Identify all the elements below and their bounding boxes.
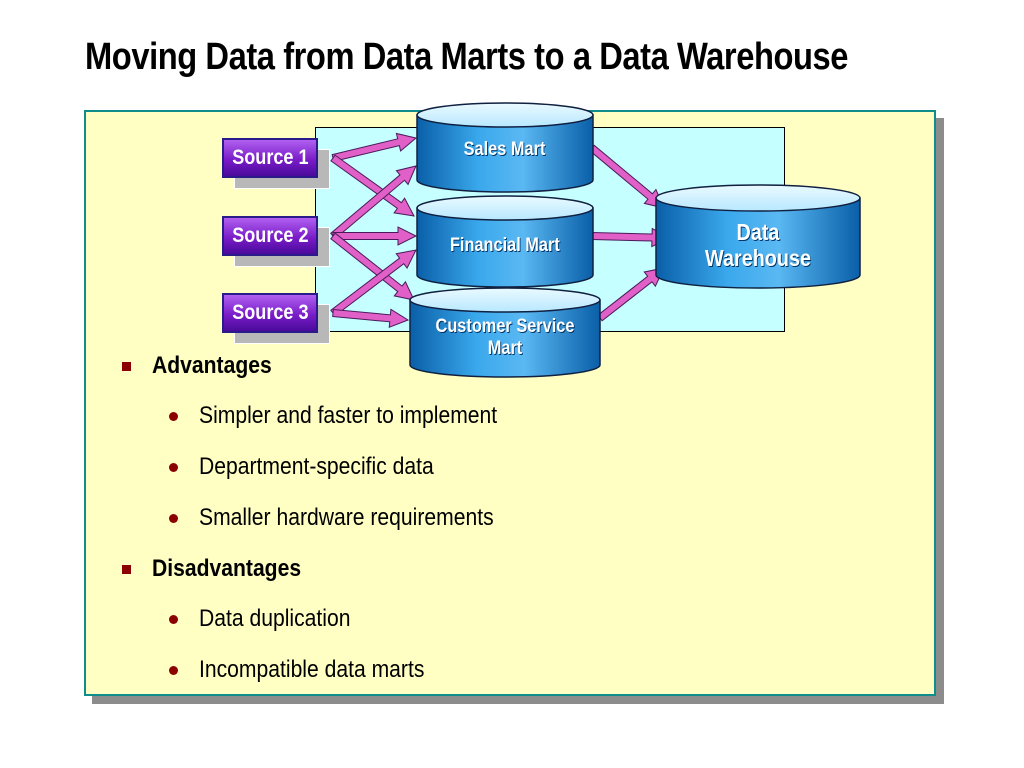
source-3-box: Source 3 [222, 293, 318, 333]
bullet-list: Advantages Simpler and faster to impleme… [122, 348, 902, 703]
arrow-source3-to-customer [332, 308, 410, 329]
advantage-item: Smaller hardware requirements [122, 500, 902, 551]
advantage-item: Department-specific data [122, 449, 902, 500]
arrow-source2-to-financial [332, 226, 418, 246]
advantages-heading: Advantages [122, 348, 902, 398]
warehouse-cylinder [655, 184, 861, 289]
customer-service-mart-label: Customer Service Mart [435, 316, 575, 359]
arrow-source1-to-sales [331, 132, 418, 163]
disadvantage-item: Data duplication [122, 601, 902, 652]
source-2-box: Source 2 [222, 216, 318, 256]
arrow-sales-to-warehouse [589, 144, 665, 209]
financial-mart-label: Financial Mart [450, 235, 560, 257]
arrow-source1-to-financial [330, 154, 415, 217]
disadvantage-item: Incompatible data marts [122, 652, 902, 703]
disadvantages-heading: Disadvantages [122, 551, 902, 601]
sales-mart-label: Sales Mart [464, 139, 546, 161]
slide-title: Moving Data from Data Marts to a Data Wa… [85, 36, 849, 78]
advantage-item: Simpler and faster to implement [122, 398, 902, 449]
arrow-customer-to-warehouse [597, 267, 665, 322]
arrow-source3-to-financial [330, 249, 417, 317]
financial-cylinder [416, 195, 594, 288]
data-warehouse-label: Data Warehouse [705, 218, 811, 271]
customer-cylinder [409, 287, 601, 378]
sales-cylinder [416, 102, 594, 193]
arrow-source2-to-customer [330, 232, 415, 301]
source-1-box: Source 1 [222, 138, 318, 178]
arrow-source2-to-sales [330, 165, 417, 240]
